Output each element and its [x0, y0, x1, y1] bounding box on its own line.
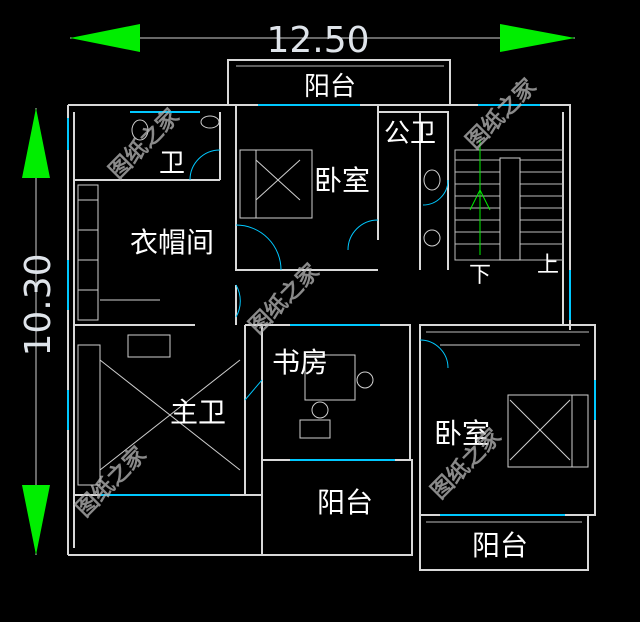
balcony-bottom-mid-label: 阳台 [317, 486, 373, 519]
balcony-top-label: 阳台 [304, 72, 356, 102]
study-desk [304, 354, 356, 401]
stairs-up-label: 上 [537, 253, 559, 278]
watermark-2: 图纸之家 [461, 73, 542, 154]
up-arrow-icon [22, 108, 50, 178]
doors [189, 149, 449, 401]
master-bath-label: 主卫 [170, 396, 226, 429]
study-label: 书房 [272, 346, 328, 379]
toilet-public [423, 169, 441, 191]
height-dimension: 10.30 [18, 108, 59, 555]
left-arrow-icon [70, 24, 140, 52]
height-label: 10.30 [18, 253, 59, 356]
watermark-4: 图纸之家 [71, 441, 152, 522]
down-arrow-icon [22, 485, 50, 555]
bed-right [507, 394, 589, 468]
public-bath-label: 公卫 [384, 119, 436, 149]
width-label: 12.50 [266, 20, 369, 61]
bath-left-label: 卫 [159, 149, 185, 179]
cloakroom-label: 衣帽间 [130, 226, 214, 259]
bedroom-center-label: 卧室 [314, 164, 370, 197]
windows [67, 104, 596, 516]
bed-center [239, 149, 313, 219]
furniture [77, 115, 589, 486]
right-arrow-icon [500, 24, 575, 52]
width-dimension: 12.50 [70, 20, 575, 61]
balcony-bottom-right-label: 阳台 [472, 529, 528, 562]
watermarks: 图纸之家 图纸之家 图纸之家 图纸之家 图纸之家 [71, 73, 542, 522]
stairs-down-label: 下 [469, 263, 491, 288]
staircase: 下 上 [454, 140, 564, 288]
toilet-left [131, 119, 149, 141]
room-labels: 阳台 卧室 公卫 卫 衣帽间 书房 主卫 卧室 阳台 阳台 [130, 72, 528, 562]
bedroom-right-label: 卧室 [434, 417, 490, 450]
